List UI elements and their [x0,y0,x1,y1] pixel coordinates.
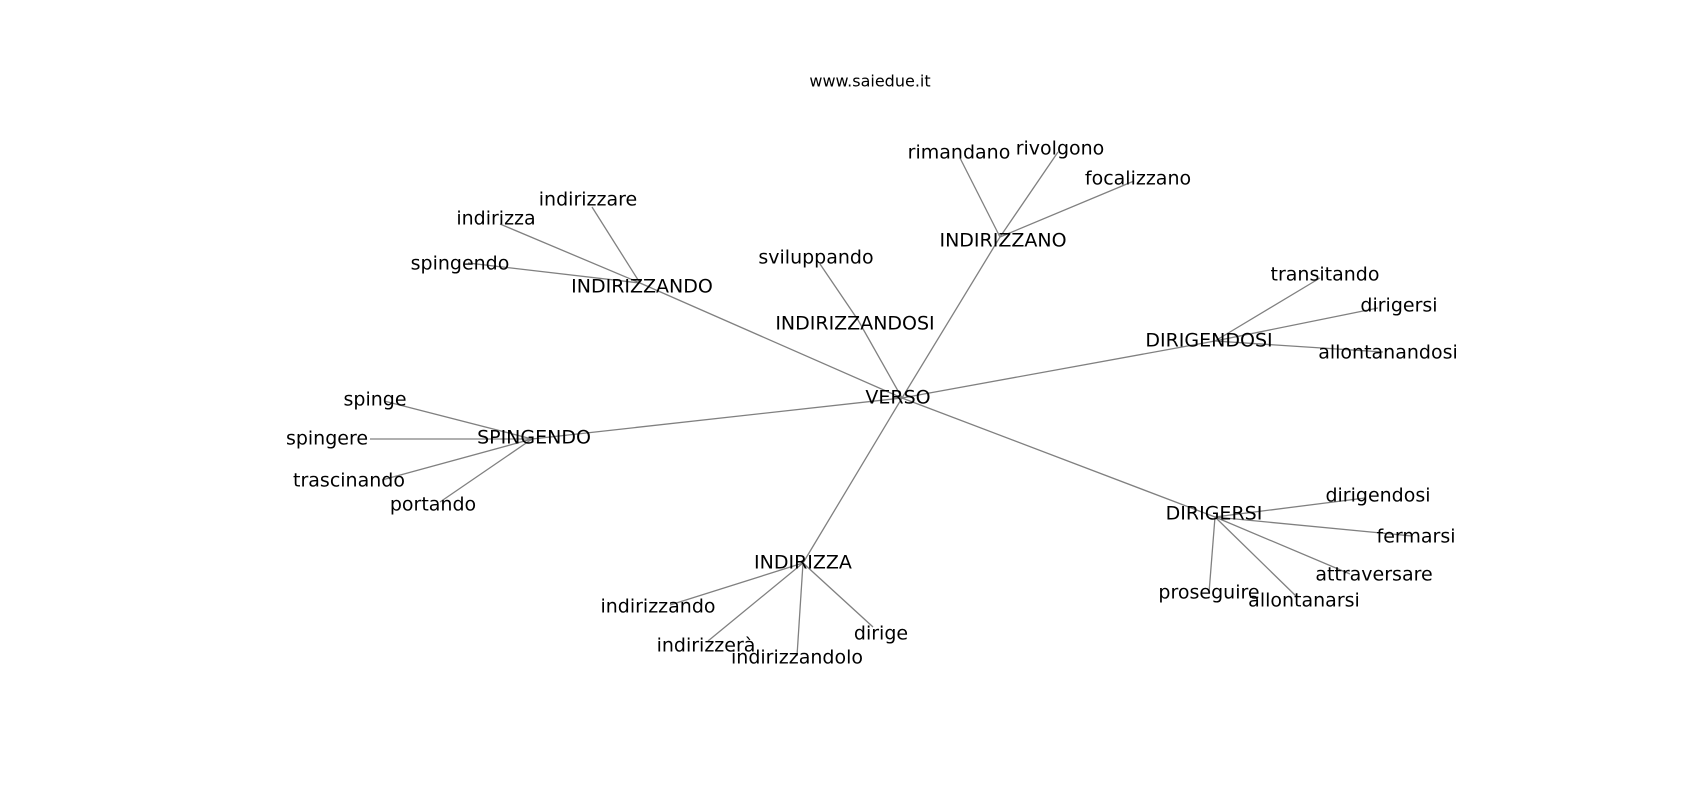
edge-spingendo-trascinando [381,438,533,481]
watermark-text: www.saiedue.it [809,72,930,91]
edge-verso-spingendo [531,397,903,440]
edge-spingendo-spinge [383,400,533,440]
edge-verso-dirigendosi [901,340,1216,399]
edge-indirizzando-indirizzare [591,206,641,284]
node-spinge: spinge [343,389,406,411]
node-indirizzano: INDIRIZZANO [939,230,1066,252]
edge-spingendo-portando [439,438,533,503]
edge-verso-indirizza [802,397,903,564]
node-rimandano: rimandano [908,142,1011,164]
node-allontanandosi: allontanandosi [1318,342,1458,364]
edge-indirizzano-rimandano [959,157,1001,238]
node-attraversare: attraversare [1315,564,1432,586]
node-rivolgono: rivolgono [1016,138,1105,160]
node-spingere: spingere [286,428,368,450]
node-indirizzera: indirizzerà [657,635,756,657]
edge-dirigendosi-transitando [1214,277,1321,342]
node-dirige: dirige [854,623,908,645]
edge-indirizzano-rivolgono [999,151,1059,238]
node-spingendo: spingendo [411,253,510,275]
node-indirizzare: indirizzare [539,189,637,211]
edge-indirizza-indirizzandolo [796,562,804,657]
node-dirigendosi: dirigendosi [1325,485,1430,507]
node-dirigersi: dirigersi [1360,295,1437,317]
edge-dirigersi-allontanarsi [1214,516,1298,598]
edge-indirizza-indirizzera [707,562,804,642]
edge-indirizzandosi-sviluppando [819,263,859,321]
edge-dirigendosi-allontanandosi [1214,340,1384,353]
edge-indirizzando-indirizza [499,223,641,284]
edge-verso-indirizzandosi [857,319,903,399]
edge-indirizza-indirizzando [669,562,804,606]
node-spingendo: SPINGENDO [477,427,591,449]
node-allontanarsi: allontanarsi [1248,590,1360,612]
node-portando: portando [390,494,476,516]
node-indirizzandosi: INDIRIZZANDOSI [775,313,934,335]
node-indirizza: INDIRIZZA [754,552,852,574]
node-dirigendosi: DIRIGENDOSI [1145,330,1272,352]
node-indirizzando: indirizzando [600,596,715,618]
edge-dirigersi-dirigendosi [1214,497,1366,518]
edge-verso-indirizzando [639,282,903,399]
edge-indirizzano-focalizzano [999,180,1135,238]
node-transitando: transitando [1271,264,1380,286]
edge-dirigersi-attraversare [1214,516,1351,575]
node-indirizzandolo: indirizzandolo [731,647,863,669]
edge-dirigersi-proseguire [1208,516,1216,594]
edge-dirigersi-fermarsi [1214,516,1413,537]
node-sviluppando: sviluppando [758,247,873,269]
edge-indirizza-dirige [802,562,874,628]
node-dirigersi: DIRIGERSI [1166,503,1263,525]
node-proseguire: proseguire [1158,582,1259,604]
node-trascinando: trascinando [293,470,405,492]
edge-verso-indirizzano [901,236,1001,399]
node-fermarsi: fermarsi [1377,526,1456,548]
edge-indirizzando-spingendo [467,262,641,284]
edge-dirigendosi-dirigersi [1214,307,1379,342]
node-verso: VERSO [865,387,930,409]
node-indirizzando: INDIRIZZANDO [571,276,713,298]
node-indirizza: indirizza [456,208,535,230]
edges-layer [370,151,1413,657]
node-focalizzano: focalizzano [1085,168,1191,190]
edge-verso-dirigersi [901,397,1216,518]
